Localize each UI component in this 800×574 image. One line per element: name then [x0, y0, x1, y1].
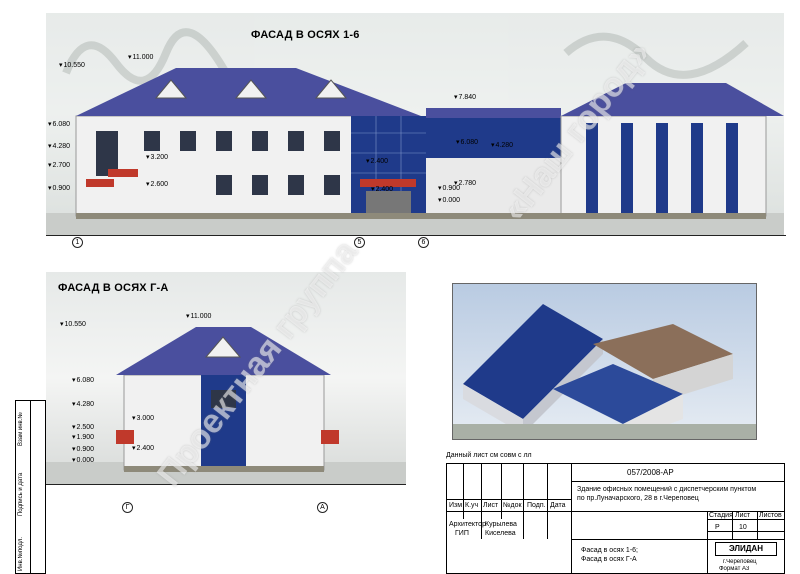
axis-marker: 5: [354, 237, 365, 248]
project-name: Здание офисных помещений с диспетчерским…: [577, 486, 757, 493]
title-block: 057/2008-АР Здание офисных помещений с д…: [446, 463, 785, 574]
side-strip: Взам инв.№ Подпись и дата Инв.№подл.: [15, 400, 46, 574]
sheets-label: Листов: [759, 512, 782, 519]
stamp-header-date: Дата: [550, 502, 566, 509]
elevation-mark: 2.700: [48, 161, 71, 169]
stage-label: Стадия: [709, 512, 733, 519]
facade-g-a-title: ФАСАД В ОСЯХ Г-А: [58, 282, 169, 294]
company-logo: ЭЛИДАН: [715, 542, 777, 556]
sheet-format: Формат А3: [719, 566, 750, 572]
drawing-title-1: Фасад в осях 1-6;: [581, 547, 638, 554]
axis-marker: 6: [418, 237, 429, 248]
axis-line: [46, 484, 406, 485]
elevation-mark: 10.550: [59, 61, 85, 69]
elevation-mark: 2.400: [132, 444, 155, 452]
sheet-label: Лист: [735, 512, 751, 519]
facade-g-a-drawing: [46, 327, 406, 484]
elevation-mark: 3.000: [132, 414, 155, 422]
elevation-mark: 0.000: [438, 196, 461, 204]
elevation-mark: 7.840: [454, 93, 477, 101]
drawing-title-2: Фасад в осях Г-А: [581, 556, 637, 563]
elevation-mark: 2.780: [454, 179, 477, 187]
axis-marker: 1: [72, 237, 83, 248]
project-address: по пр.Луначарского, 28 в г.Череповец: [577, 495, 699, 502]
facade-1-6-title: ФАСАД В ОСЯХ 1-6: [251, 29, 360, 41]
3d-render-image: [452, 283, 757, 440]
side-strip-label: Подпись и дата: [18, 472, 24, 516]
axis-marker: Г: [122, 502, 133, 513]
elevation-mark: 11.000: [186, 312, 212, 320]
elevation-mark: 0.900: [48, 184, 71, 192]
name-gip: Киселева: [485, 530, 516, 537]
stamp-header-kuch: К.уч: [465, 502, 479, 509]
facade-g-a-panel: ФАСАД В ОСЯХ Г-А 10.550 11.000 6.080 4.2…: [46, 272, 406, 484]
elevation-mark: 0.000: [72, 456, 95, 464]
elevation-mark: 4.280: [491, 141, 514, 149]
elevation-mark: 2.600: [146, 180, 169, 188]
elevation-mark: 3.200: [146, 153, 169, 161]
axis-line: [46, 235, 786, 236]
elevation-mark: 2.400: [366, 157, 389, 165]
stamp-header-ndoc: №док: [503, 502, 522, 509]
stage-value: Р: [715, 524, 720, 531]
name-architect: Курылева: [485, 521, 517, 528]
axis-marker: А: [317, 502, 328, 513]
elevation-mark: 2.500: [72, 423, 95, 431]
role-architect: Архитектор: [449, 521, 486, 528]
elevation-mark: 1.900: [72, 433, 95, 441]
3d-render-drawing: [453, 304, 756, 439]
side-strip-label: Инв.№подл.: [18, 536, 24, 571]
elevation-mark: 2.400: [371, 185, 394, 193]
side-strip-label: Взам инв.№: [18, 412, 24, 446]
project-code: 057/2008-АР: [627, 468, 674, 477]
elevation-mark: 6.080: [456, 138, 479, 146]
facade-1-6-panel: ФАСАД В ОСЯХ 1-6 10.550 11.000 6.080 4.2…: [46, 13, 784, 235]
elevation-mark: 0.900: [72, 445, 95, 453]
stamp-header-podp: Подп.: [527, 502, 546, 509]
elevation-mark: 6.080: [48, 120, 71, 128]
sheet-value: 10: [739, 524, 747, 531]
stamp-header-list: Лист: [483, 502, 499, 509]
facade-1-6-drawing: [46, 13, 784, 235]
stamp-header-izm: Изм: [449, 502, 463, 509]
elevation-mark: 4.280: [48, 142, 71, 150]
approval-row: Данный лист см совм с лл: [446, 452, 532, 459]
elevation-mark: 11.000: [128, 53, 154, 61]
elevation-mark: 4.280: [72, 400, 95, 408]
elevation-mark: 10.550: [60, 320, 86, 328]
company-city: г.Череповец: [723, 559, 757, 565]
elevation-mark: 0.900: [438, 184, 461, 192]
elevation-mark: 6.080: [72, 376, 95, 384]
role-gip: ГИП: [455, 530, 469, 537]
